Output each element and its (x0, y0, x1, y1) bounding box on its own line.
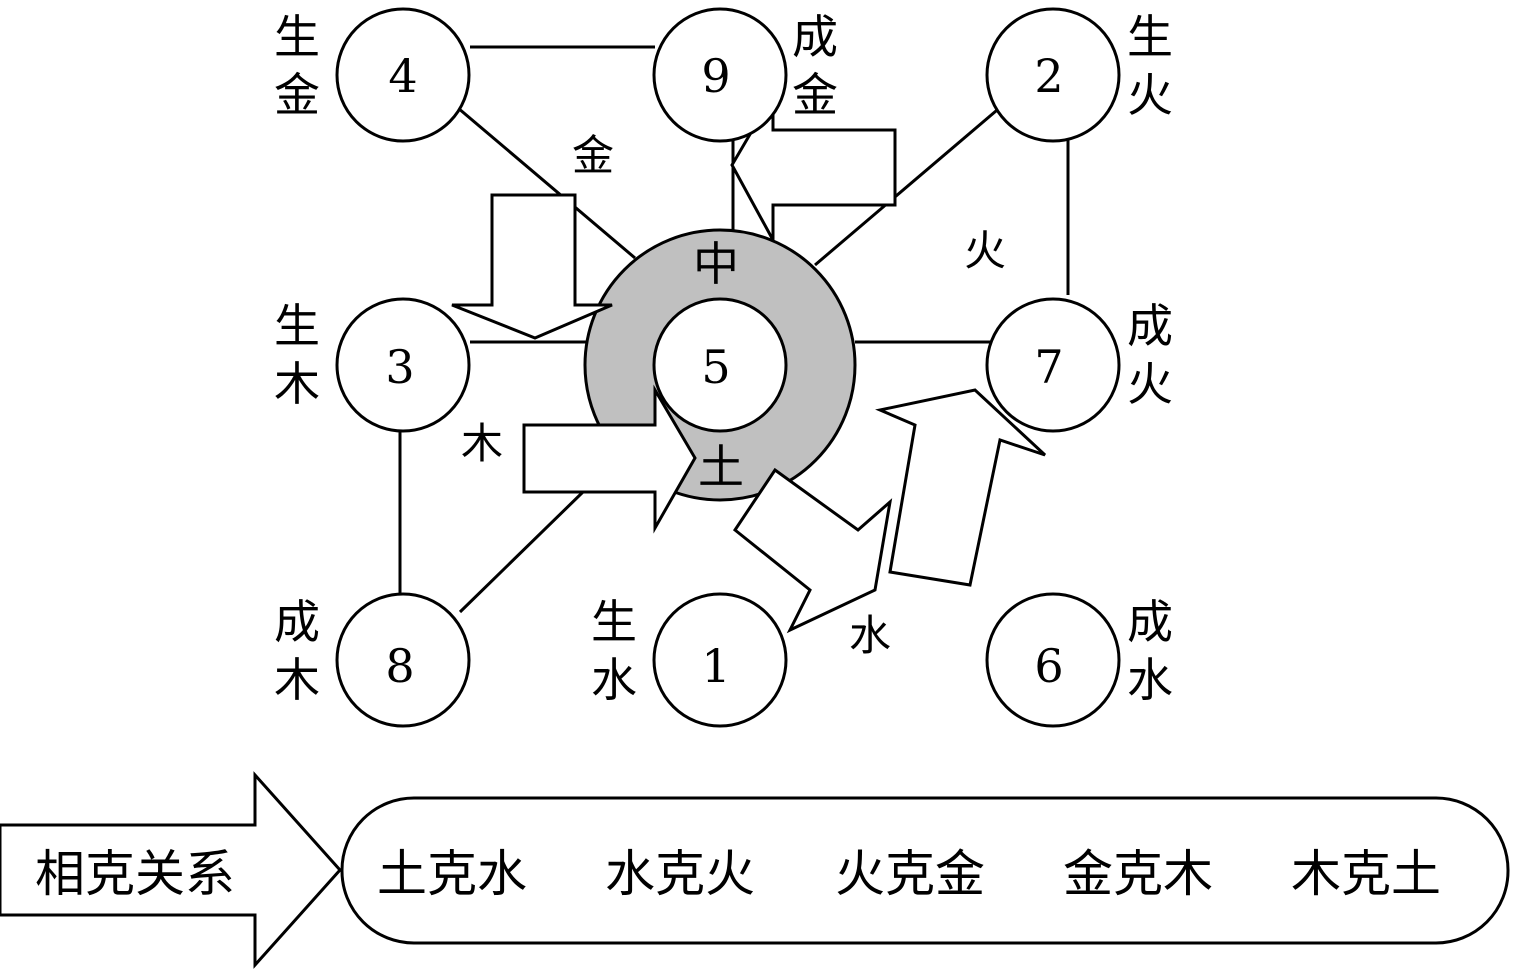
node-1-label-top: 生 (591, 595, 637, 649)
node-8-label-top: 成 (274, 595, 320, 649)
node-4-label-top: 生 (274, 10, 320, 64)
node-7: 7 成 火 (985, 297, 1173, 433)
line-4-5 (457, 106, 636, 260)
node-2-label-top: 生 (1127, 10, 1173, 64)
zone-label-fire: 火 (964, 226, 1006, 275)
relation-fire-restrains-metal: 火克金 (835, 845, 985, 903)
node-1-number: 1 (701, 639, 730, 693)
arrow-earth-restrains-water (732, 467, 893, 634)
legend-title: 相克关系 (35, 845, 235, 903)
relation-metal-restrains-wood: 金克木 (1063, 845, 1213, 903)
node-6-number: 6 (1034, 639, 1063, 693)
line-2-5 (814, 103, 1004, 267)
legend-arrow (0, 771, 343, 969)
node-8-label-bottom: 木 (274, 653, 320, 707)
node-4: 4 生 金 (274, 7, 471, 143)
node-5-label-bottom: 土 (698, 440, 744, 494)
node-6-label-bottom: 水 (1127, 653, 1173, 707)
legend: 相克关系 土克水 水克火 火克金 金克木 木克土 (0, 771, 1510, 969)
node-3-number: 3 (385, 340, 414, 394)
node-3: 3 生 木 (274, 297, 471, 433)
node-3-label-bottom: 木 (274, 357, 320, 411)
node-8-number: 8 (385, 639, 414, 693)
node-4-number: 4 (388, 49, 417, 103)
arrow-wood-restrains-earth (522, 384, 697, 534)
zone-label-wood: 木 (461, 419, 503, 468)
node-9-label-top: 成 (792, 10, 838, 64)
node-7-label-bottom: 火 (1127, 357, 1173, 411)
node-7-number: 7 (1034, 340, 1063, 394)
legend-relations-box (340, 796, 1510, 945)
node-3-label-top: 生 (274, 299, 320, 353)
node-4-label-bottom: 金 (274, 68, 320, 122)
node-6: 6 成 水 (985, 592, 1173, 728)
relation-wood-restrains-earth: 木克土 (1291, 845, 1441, 903)
node-5-label-top: 中 (693, 237, 739, 291)
node-9: 9 成 金 (652, 7, 838, 143)
node-5: 5 中 土 (652, 237, 788, 494)
node-5-number: 5 (701, 340, 730, 394)
line-8-5 (458, 488, 587, 614)
node-2-number: 2 (1034, 49, 1063, 103)
arrow-water-restrains-fire (875, 388, 1047, 587)
arrow-fire-restrains-metal (730, 89, 897, 241)
restraint-arrows (451, 89, 1047, 634)
node-2-label-bottom: 火 (1127, 68, 1173, 122)
connector-lines (398, 45, 1070, 614)
node-2: 2 生 火 (985, 7, 1173, 143)
node-1-label-bottom: 水 (591, 653, 637, 707)
node-7-label-top: 成 (1127, 299, 1173, 353)
node-9-number: 9 (701, 49, 730, 103)
node-8: 8 成 木 (274, 592, 471, 728)
relation-earth-restrains-water: 土克水 (377, 845, 527, 903)
arrow-metal-restrains-wood (451, 193, 613, 340)
node-9-label-bottom: 金 (792, 68, 838, 122)
relation-water-restrains-fire: 水克火 (605, 845, 755, 903)
node-1: 1 生 水 (591, 592, 788, 728)
node-6-label-top: 成 (1127, 595, 1173, 649)
zone-label-water: 水 (849, 611, 891, 660)
zone-label-metal: 金 (572, 131, 614, 180)
